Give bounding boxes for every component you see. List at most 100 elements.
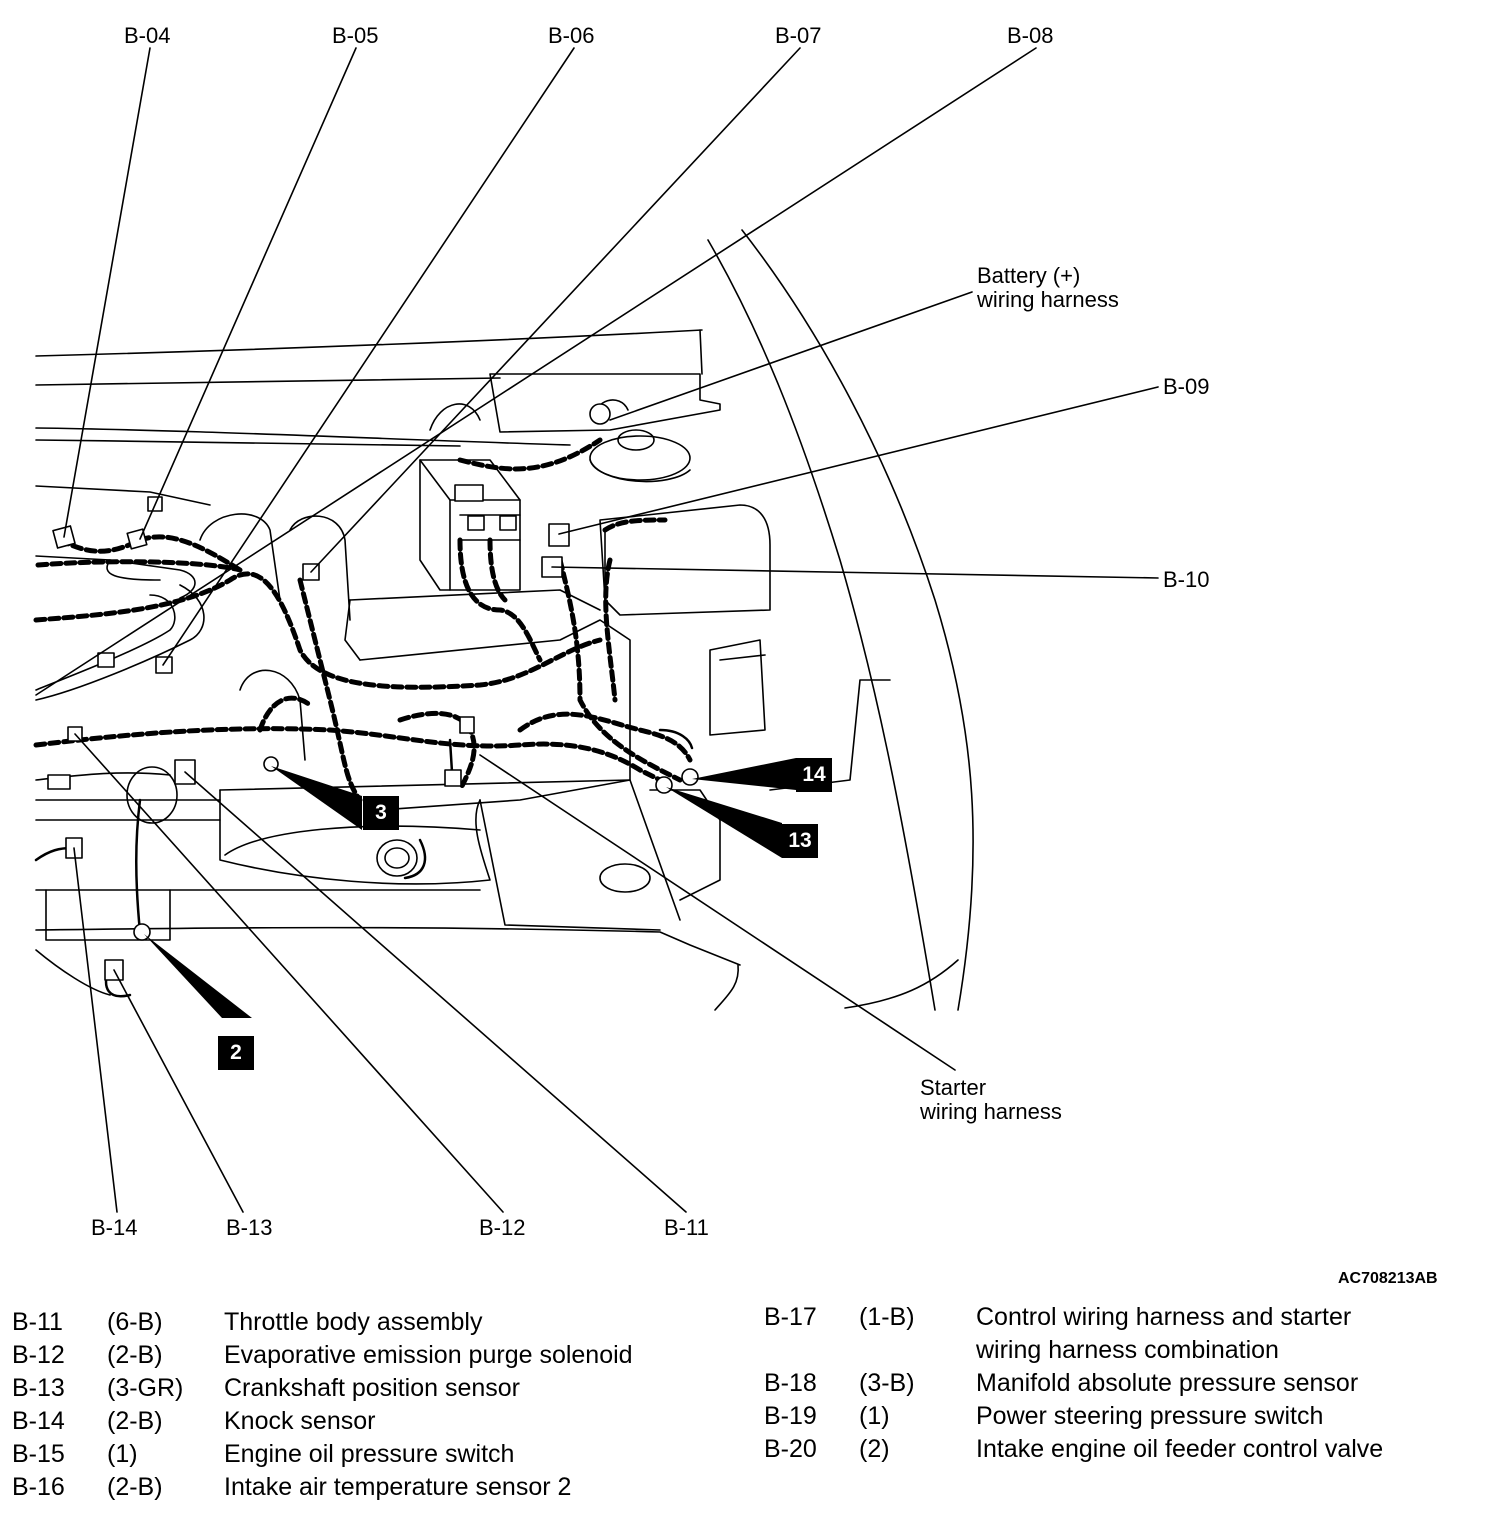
legend-code: B-18	[764, 1369, 817, 1397]
callout-b13: B-13	[226, 1215, 273, 1240]
legend-desc: Throttle body assembly	[224, 1308, 483, 1336]
connectors	[47, 403, 699, 981]
callout-b11: B-11	[664, 1215, 709, 1240]
callout-battery-harness: Battery (+) wiring harness	[977, 264, 1119, 312]
leader-b14	[73, 847, 118, 1213]
legend-desc: Crankshaft position sensor	[224, 1374, 520, 1402]
connector-b08	[454, 484, 484, 502]
legend-left: B-11 (6-B) Throttle body assembly B-12 (…	[12, 1306, 732, 1504]
leader-b06	[162, 47, 575, 666]
connector-b09	[548, 523, 570, 547]
legend-spec: (6-B)	[107, 1308, 163, 1336]
connector-b06	[155, 656, 173, 674]
leader-b08	[35, 47, 1037, 696]
legend-row: B-17 (1-B) Control wiring harness and st…	[764, 1301, 1494, 1367]
lower-frame	[35, 766, 741, 996]
legend-spec: (2-B)	[107, 1341, 163, 1369]
legend-row: B-16 (2-B) Intake air temperature sensor…	[12, 1471, 732, 1504]
legend-code: B-12	[12, 1341, 65, 1369]
leader-b10	[551, 566, 1159, 579]
legend-desc: Intake engine oil feeder control valve	[976, 1435, 1384, 1463]
legend-code: B-14	[12, 1407, 65, 1435]
legend-desc: Control wiring harness and starter wirin…	[976, 1301, 1351, 1367]
badge-3: 3	[363, 796, 399, 830]
legend-row: B-15 (1) Engine oil pressure switch	[12, 1438, 732, 1471]
leader-b13	[113, 969, 244, 1213]
left-tubes	[35, 485, 211, 701]
callout-b08: B-08	[1007, 23, 1054, 48]
badge-13: 13	[782, 824, 818, 858]
legend-row: B-11 (6-B) Throttle body assembly	[12, 1306, 732, 1339]
fender-outline	[707, 229, 974, 1011]
legend-row: B-18 (3-B) Manifold absolute pressure se…	[764, 1367, 1494, 1400]
callout-starter-harness: Starter wiring harness	[920, 1076, 1062, 1124]
callout-b09: B-09	[1163, 374, 1210, 399]
pointer-14	[692, 758, 796, 790]
legend-code: B-20	[764, 1435, 817, 1463]
callout-battery-line2: wiring harness	[977, 287, 1119, 312]
leader-b07	[310, 47, 801, 573]
wiring-harness	[33, 437, 693, 803]
legend-desc: Knock sensor	[224, 1407, 376, 1435]
legend-desc-line1: Control wiring harness and starter	[976, 1303, 1352, 1331]
callout-starter-line1: Starter	[920, 1075, 987, 1100]
legend-row: B-14 (2-B) Knock sensor	[12, 1405, 732, 1438]
legend-desc: Intake air temperature sensor 2	[224, 1473, 572, 1501]
legend-spec: (2)	[859, 1435, 890, 1463]
legend-spec: (1)	[107, 1440, 138, 1468]
badge-pointers	[144, 758, 796, 1018]
thin-wires	[34, 728, 694, 998]
legend-spec: (2-B)	[107, 1473, 163, 1501]
callout-b04: B-04	[124, 23, 171, 48]
leader-battery	[609, 291, 973, 421]
legend-desc: Engine oil pressure switch	[224, 1440, 515, 1468]
legend-code: B-13	[12, 1374, 65, 1402]
pointer-3	[271, 766, 362, 830]
legend-desc: Evaporative emission purge solenoid	[224, 1341, 633, 1369]
callout-b14: B-14	[91, 1215, 138, 1240]
legend-desc-line2: wiring harness combination	[976, 1336, 1279, 1364]
leader-b11	[184, 771, 687, 1213]
leader-lines	[35, 47, 1159, 1213]
badge-14: 14	[796, 758, 832, 792]
callout-b07: B-07	[775, 23, 822, 48]
legend-spec: (3-GR)	[107, 1374, 184, 1402]
legend-spec: (1-B)	[859, 1303, 915, 1331]
legend-desc: Power steering pressure switch	[976, 1402, 1324, 1430]
strut-tower	[589, 399, 691, 483]
leader-b04	[63, 47, 151, 538]
legend-row: B-12 (2-B) Evaporative emission purge so…	[12, 1339, 732, 1372]
legend-spec: (2-B)	[107, 1407, 163, 1435]
callout-b06: B-06	[548, 23, 595, 48]
badge-2: 2	[218, 1036, 254, 1070]
legend-code: B-19	[764, 1402, 817, 1430]
legend-code: B-16	[12, 1473, 65, 1501]
legend-row: B-20 (2) Intake engine oil feeder contro…	[764, 1433, 1494, 1466]
pointer-2	[144, 934, 252, 1018]
legend-code: B-15	[12, 1440, 65, 1468]
leader-b09	[558, 386, 1159, 535]
cowl-panels	[35, 329, 721, 447]
callout-b12: B-12	[479, 1215, 526, 1240]
legend-row: B-13 (3-GR) Crankshaft position sensor	[12, 1372, 732, 1405]
leader-b12	[74, 733, 504, 1213]
battery-tray	[599, 504, 771, 736]
pointer-13	[666, 787, 782, 858]
legend-spec: (3-B)	[859, 1369, 915, 1397]
legend-row: B-19 (1) Power steering pressure switch	[764, 1400, 1494, 1433]
connector-b11	[459, 716, 475, 734]
leader-b05	[139, 47, 357, 540]
callout-b10: B-10	[1163, 567, 1210, 592]
legend-right: B-17 (1-B) Control wiring harness and st…	[764, 1301, 1494, 1466]
legend-desc: Manifold absolute pressure sensor	[976, 1369, 1359, 1397]
engine-block	[199, 513, 891, 931]
legend-code: B-17	[764, 1303, 817, 1331]
legend-code: B-11	[12, 1308, 63, 1336]
callout-starter-line2: wiring harness	[920, 1099, 1062, 1124]
leader-starter	[479, 754, 956, 1071]
legend-spec: (1)	[859, 1402, 890, 1430]
callout-battery-line1: Battery (+)	[977, 263, 1081, 288]
relay-box	[419, 459, 521, 591]
callout-b05: B-05	[332, 23, 379, 48]
